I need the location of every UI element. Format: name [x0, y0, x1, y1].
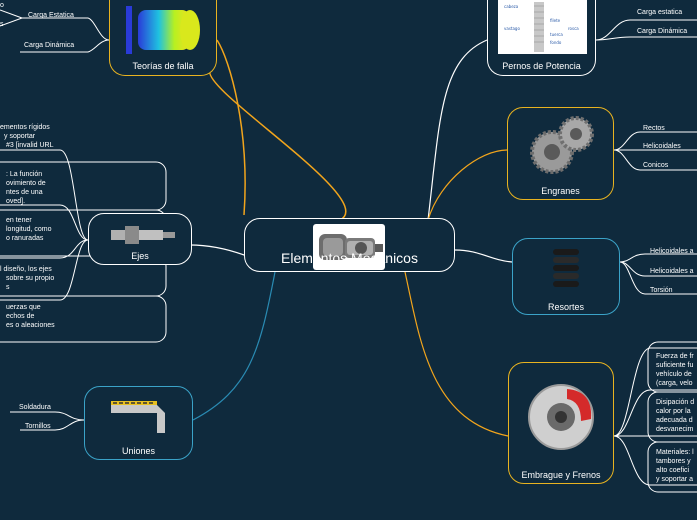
leaf-embrague-1-line-1[interactable]: Fuerza de fr — [656, 353, 694, 360]
leaf-ejes-5-line-2: echos de — [6, 313, 35, 320]
leaf-embrague-2-line-1[interactable]: Disipación d — [656, 399, 695, 406]
brake-disc-image — [523, 371, 601, 459]
leaf-embrague-3-line-3: alto coefici — [656, 467, 690, 474]
node-embrague-label: Embrague y Frenos — [521, 470, 601, 480]
node-ejes[interactable]: Ejes — [88, 213, 192, 265]
leaf-uniones-soldadura[interactable]: Soldadura — [19, 404, 51, 411]
leaf-ejes-2-line-4: oved]. — [6, 198, 26, 205]
leaf-engranes-rectos[interactable]: Rectos — [643, 125, 665, 132]
leaf-ejes-1-line-3: #3 [invalid URL — [6, 142, 54, 149]
node-uniones-label: Uniones — [121, 446, 156, 456]
leaf-ejes-1-line-1[interactable]: ementos rígidos — [0, 124, 50, 131]
bolt-diagram-image: cabeza vastago filete rosca tuerca fondo — [498, 0, 587, 54]
leaf-resortes-torsion[interactable]: Torsión — [650, 287, 673, 294]
stress-model-image — [124, 4, 204, 56]
bolt-label-vastago: vastago — [504, 26, 520, 31]
node-uniones[interactable]: Uniones — [84, 386, 193, 460]
leaf-embrague-1-line-4: (carga, velo — [656, 380, 693, 387]
node-embrague-y-frenos[interactable]: Embrague y Frenos — [508, 362, 614, 484]
leaf-top-left-fragment-1: o — [0, 2, 4, 9]
leaf-embrague-2-line-2: calor por la — [656, 408, 691, 415]
node-engranes-label: Engranes — [541, 186, 580, 196]
leaf-embrague-2-line-3: adecuada d — [656, 417, 693, 424]
leaf-engranes-helicoidales[interactable]: Helicoidales — [643, 143, 681, 150]
leaf-ejes-3-line-3: o ranuradas — [6, 235, 44, 242]
transmission-image — [313, 224, 385, 270]
leaf-ejes-2-line-2: ovimiento de — [6, 180, 46, 187]
leaf-ejes-3-line-1[interactable]: en tener — [6, 217, 32, 224]
bolt-label-cabeza: cabeza — [504, 4, 519, 9]
node-teorias-label: Teorías de falla — [132, 61, 194, 71]
leaf-engranes-conicos[interactable]: Conicos — [643, 162, 669, 169]
shaft-image — [107, 220, 177, 250]
leaf-pernos-carga-dinamica[interactable]: Carga Dinámica — [637, 28, 688, 35]
leaf-top-left-fragment-2: s — [0, 21, 4, 28]
leaf-ejes-3-line-2: longitud, como — [6, 226, 52, 233]
node-resortes[interactable]: Resortes — [512, 238, 620, 315]
leaf-resortes-helicoidales-2[interactable]: Helicoidales a — [650, 268, 694, 275]
leaf-ejes-2-line-1[interactable]: : La función — [6, 171, 43, 178]
leaf-uniones-tornillos[interactable]: Tornillos — [25, 423, 51, 430]
leaf-resortes-helicoidales-1[interactable]: Helicoidales a — [650, 248, 694, 255]
leaf-embrague-3-line-2: tambores y — [656, 458, 691, 465]
leaf-pernos-carga-estatica[interactable]: Carga estatica — [637, 9, 683, 16]
node-teorias-de-falla[interactable]: Teorías de falla — [109, 0, 217, 76]
leaf-ejes-4-line-1[interactable]: l diseño, los ejes — [0, 266, 52, 273]
leaf-embrague-3-line-1[interactable]: Materiales: l — [656, 449, 694, 456]
bolt-label-rosca: rosca — [568, 26, 579, 31]
leaf-embrague-2-line-4: desvanecim — [656, 426, 694, 433]
node-engranes[interactable]: Engranes — [507, 107, 614, 200]
bolt-label-fondo: fondo — [550, 40, 562, 45]
node-resortes-label: Resortes — [547, 302, 584, 312]
leaf-embrague-3-line-4: y soportar a — [656, 476, 693, 483]
leaf-ejes-1-line-2: y soportar — [4, 133, 36, 140]
leaf-ejes-4-line-2: sobre su propio — [6, 275, 55, 282]
leaf-ejes-2-line-3: ntes de una — [6, 189, 43, 196]
leaf-ejes-5-line-3: es o aleaciones — [6, 322, 55, 329]
weld-joint-image — [107, 395, 169, 437]
node-pernos-label: Pernos de Potencia — [502, 61, 581, 71]
leaf-embrague-1-line-3: vehículo de — [656, 371, 692, 378]
leaf-teorias-carga-estatica[interactable]: Carga Estatica — [28, 12, 74, 19]
bolt-label-filete: filete — [550, 18, 561, 23]
center-node[interactable]: Elementos Mecánicos — [244, 218, 455, 272]
node-ejes-label: Ejes — [131, 251, 149, 261]
leaf-teorias-carga-dinamica[interactable]: Carga Dinámica — [24, 42, 75, 49]
leaf-embrague-1-line-2: suficiente fu — [656, 362, 694, 369]
center-title: Elementos Mecánicos — [281, 250, 418, 266]
bolt-label-tuerca: tuerca — [550, 32, 563, 37]
leaf-ejes-4-line-3: s — [6, 284, 10, 291]
gears-image — [526, 114, 598, 176]
leaf-ejes-5-line-1[interactable]: uerzas que — [6, 304, 41, 311]
spring-image — [541, 245, 591, 293]
node-pernos-de-potencia[interactable]: cabeza vastago filete rosca tuerca fondo… — [487, 0, 596, 76]
